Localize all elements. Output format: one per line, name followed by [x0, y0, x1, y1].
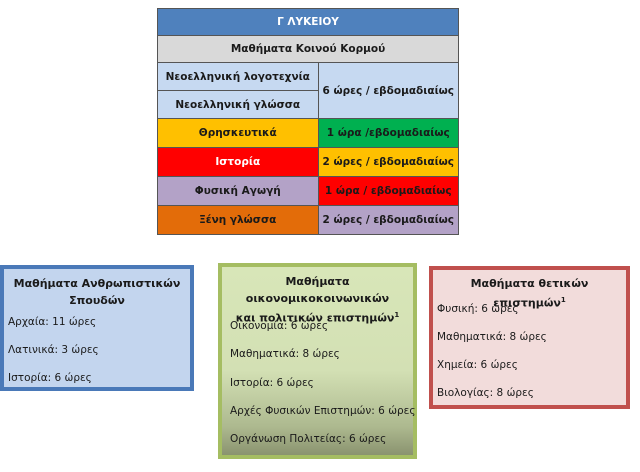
table-title-row: Γ ΛΥΚΕΙΟΥ: [157, 8, 459, 36]
list-item: Μαθηματικά: 8 ώρες: [230, 348, 340, 360]
hours-cell: 1 ώρα / εβδομαδιαίως: [317, 176, 460, 206]
hours-cell: 2 ώρες / εβδομαδιαίως: [317, 147, 460, 177]
list-item: Αρχές Φυσικών Επιστημών: 6 ώρες: [230, 405, 416, 417]
list-item: Βιολογίας: 8 ώρες: [437, 387, 534, 399]
economics-box: Μαθήματα οικονομικοκοινωνικών και πολιτι…: [218, 263, 417, 459]
table-subtitle: Μαθήματα Κοινού Κορμού: [157, 35, 459, 63]
humanities-title-line2: Σπουδών: [69, 294, 125, 307]
list-item: Αρχαία: 11 ώρες: [8, 316, 97, 328]
humanities-title-line1: Μαθήματα Ανθρωπιστικών: [13, 277, 181, 290]
economics-title-line1: Μαθήματα οικονομικοκοινωνικών: [245, 275, 390, 305]
table-subtitle-row: Μαθήματα Κοινού Κορμού: [157, 35, 459, 63]
table-row: Θρησκευτικά 1 ώρα /εβδομαδιαίως: [157, 118, 460, 148]
footnote-marker: 1: [560, 296, 566, 304]
table-row: Φυσική Αγωγή 1 ώρα / εβδομαδιαίως: [157, 176, 460, 206]
sciences-title-text: Μαθήματα θετικών επιστημών: [470, 277, 589, 310]
subject-cell: Ιστορία: [157, 147, 319, 177]
hours-cell: 1 ώρα /εβδομαδιαίως: [317, 118, 460, 148]
table-title: Γ ΛΥΚΕΙΟΥ: [157, 8, 459, 36]
sciences-box: Μαθήματα θετικών επιστημών1 Φυσική: 6 ώρ…: [429, 266, 630, 409]
table-row: Νεοελληνική λογοτεχνία 6 ώρες / εβδομαδι…: [157, 62, 460, 119]
list-item: Ιστορία: 6 ώρες: [8, 372, 92, 384]
list-item: Οικονομία: 6 ώρες: [230, 320, 329, 332]
sciences-title: Μαθήματα θετικών επιστημών1: [433, 275, 626, 312]
subject-cell: Φυσική Αγωγή: [157, 176, 319, 206]
list-item: Μαθηματικά: 8 ώρες: [437, 331, 547, 343]
table-row: Ξένη γλώσσα 2 ώρες / εβδομαδιαίως: [157, 205, 460, 235]
economics-title: Μαθήματα οικονομικοκοινωνικών και πολιτι…: [222, 273, 413, 327]
humanities-box: Μαθήματα Ανθρωπιστικών Σπουδών Αρχαία: 1…: [0, 265, 194, 391]
list-item: Ιστορία: 6 ώρες: [230, 377, 314, 389]
subject-cell: Νεοελληνική λογοτεχνία: [157, 62, 319, 91]
table-row: Ιστορία 2 ώρες / εβδομαδιαίως: [157, 147, 460, 177]
list-item: Χημεία: 6 ώρες: [437, 359, 518, 371]
subject-cell: Θρησκευτικά: [157, 118, 319, 148]
subject-cell: Ξένη γλώσσα: [157, 205, 319, 235]
footnote-marker: 1: [394, 311, 400, 319]
hours-cell: 2 ώρες / εβδομαδιαίως: [317, 205, 460, 235]
list-item: Λατινικά: 3 ώρες: [8, 344, 99, 356]
core-subjects-table: Γ ΛΥΚΕΙΟΥ Μαθήματα Κοινού Κορμού Νεοελλη…: [157, 8, 460, 235]
subject-cell: Νεοελληνική γλώσσα: [157, 90, 319, 119]
table-row: Νεοελληνική γλώσσα: [157, 90, 459, 119]
list-item: Οργάνωση Πολιτείας: 6 ώρες: [230, 433, 387, 445]
economics-title-line2-text: και πολιτικών επιστημών: [235, 311, 395, 325]
hours-cell: 6 ώρες / εβδομαδιαίως: [317, 62, 460, 119]
economics-title-line2: και πολιτικών επιστημών1: [222, 307, 413, 327]
list-item: Φυσική: 6 ώρες: [437, 303, 519, 315]
humanities-title: Μαθήματα Ανθρωπιστικών Σπουδών: [4, 275, 190, 309]
